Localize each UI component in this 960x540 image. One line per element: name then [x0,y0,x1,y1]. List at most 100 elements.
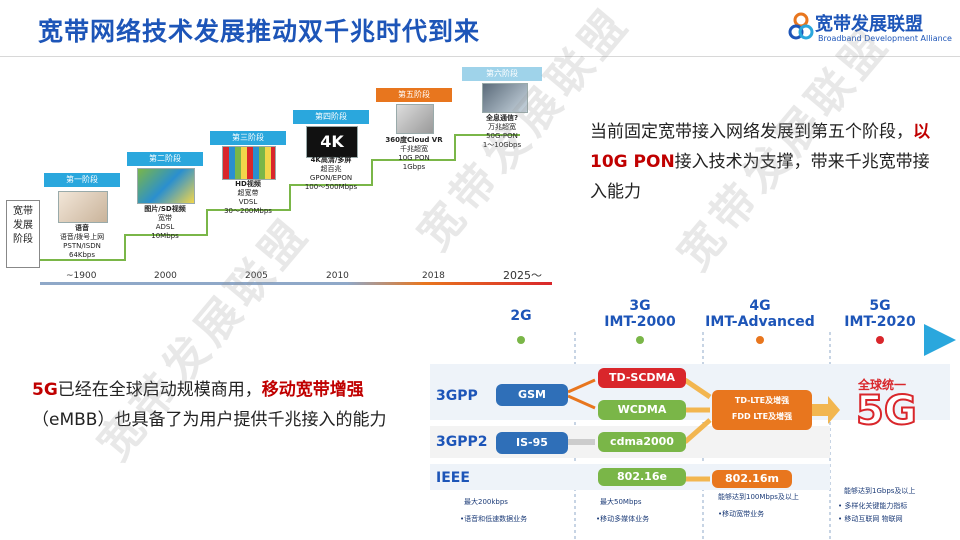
broadband-summary-part2: 接入技术为支撑，带来千兆宽带接入能力 [590,152,930,202]
logo-text-en: Broadband Development Alliance [818,34,952,43]
stage-5-header: 第五阶段 [376,88,452,102]
stage-2-line-1: 图片/SD视频 [144,205,186,213]
stage-4-photo: 4K [306,126,358,158]
stage-3-details: HD视频 超宽带 VDSL 30～200Mbps [210,180,286,216]
stage-5-line-2: 千兆超宽 [400,145,428,153]
stage-2-photo [137,168,195,204]
staircase-svg [40,134,552,285]
mobile-summary-part1: 已经在全球启动规模商用， [57,380,262,400]
generation-5g: 5G IMT-2020 [830,298,930,330]
note-5g-service-2: • 移动互联网 物联网 [838,515,903,523]
tech-td-scdma: TD-SCDMA [598,368,686,388]
tech-802-16m: 802.16m [712,470,792,488]
stage-2-line-2: 宽带 [158,214,172,222]
generation-4g: 4G IMT-Advanced [700,298,820,330]
generation-5g-line2: IMT-2020 [844,314,916,330]
note-5g-service: • 多样化关键能力指标 [838,502,908,510]
year-label: 2010 [326,271,349,281]
stage-6-photo [482,83,528,113]
org-3gpp: 3GPP [436,388,478,404]
stage-4-header: 第四阶段 [293,110,369,124]
stage-4-line-1: 4K高清/多屏 [310,156,352,164]
timeline-node-4g [756,336,764,344]
stage-3-line-2: 超宽带 [237,189,259,197]
broadband-summary-text: 当前固定宽带接入网络发展到第五个阶段，以10G PON接入技术为支撑，带来千兆宽… [590,117,945,207]
tech-802-16e: 802.16e [598,468,686,486]
note-4g-service: •移动宽带业务 [718,510,765,518]
stage-4-line-4: 100～500Mbps [304,183,358,191]
logo [788,12,814,42]
stage-1-header: 第一阶段 [44,173,120,187]
stage-6-line-2: 万兆超宽 [488,123,516,131]
note-4g-speed: 能够达到100Mbps及以上 [718,493,799,501]
stage-4-line-3: GPON/EPON [309,174,353,182]
org-3gpp2: 3GPP2 [436,434,488,450]
stage-1-photo [58,191,108,223]
unified-5g-badge: 5G [855,387,918,435]
timeline-node-5g [876,336,884,344]
arrow-gsm-tdscdma [567,378,596,394]
stage-axis-label-text: 宽带 发展 阶段 [13,206,33,245]
stage-6-details: 全息通信? 万兆超宽 50G-PON 1～10Gbps [462,114,542,150]
year-label: 2000 [154,271,177,281]
note-3g-speed: 最大50Mbps [600,498,642,506]
year-label: 2018 [422,271,445,281]
mobile-summary-highlight-embb: 移动宽带增强 [261,380,364,400]
arrow-tdscdma-lte [683,377,712,400]
tech-is95: IS-95 [496,432,568,454]
stage-2-line-4: 10Mbps [151,232,179,240]
stage-6-line-3: 50G-PON [486,132,518,140]
generation-3g-line1: 3G [629,298,651,314]
broadband-stages-chart: 宽带 发展 阶段 第一阶段 语音 语音/拨号上网 PSTN/ISDN 64Kbp… [0,60,560,290]
tech-lte: TD-LTE及增强 FDD LTE及增强 [712,390,812,430]
stage-3-photo [222,146,276,180]
stage-3-header: 第三阶段 [210,131,286,145]
mobile-summary-part2: （eMBB）也具备了为用户提供千兆接入的能力 [32,410,387,430]
note-5g-speed: 能够达到1Gbps及以上 [844,487,916,495]
stage-6-header: 第六阶段 [462,67,542,81]
stage-3-line-1: HD视频 [235,180,261,188]
note-2g-speed: 最大200kbps [464,498,508,506]
arrow-gsm-wcdma [567,394,596,410]
unified-5g-label: 全球统一 [858,378,907,392]
stage-5-photo [396,104,434,134]
tech-fdd-lte: FDD LTE及增强 [731,412,793,421]
generation-3g-line2: IMT-2000 [604,314,676,330]
stage-1-line-2: 语音/拨号上网 [59,233,105,241]
stage-1-line-3: PSTN/ISDN [63,242,101,250]
stage-1-line-1: 语音 [75,224,89,232]
timeline-node-3g [636,336,644,344]
year-label: 2025～ [503,269,542,282]
generation-2g: 2G [491,308,551,324]
broadband-summary-highlight: 以10G PON [590,122,930,172]
tech-td-lte: TD-LTE及增强 [734,396,790,405]
stage-1-details: 语音 语音/拨号上网 PSTN/ISDN 64Kbps [44,224,120,260]
generation-4g-line2: IMT-Advanced [705,314,815,330]
timeline-axis [40,282,552,285]
tech-cdma2000: cdma2000 [598,432,686,452]
stage-2-header: 第二阶段 [127,152,203,166]
note-3g-service: •移动多媒体业务 [596,515,650,523]
stage-4-line-2: 超百兆 [320,165,342,173]
page-title: 宽带网络技术发展推动双千兆时代到来 [38,17,481,46]
arrow-cdma2000-lte [683,418,712,444]
logo-icon [788,12,814,40]
stage-2-details: 图片/SD视频 宽带 ADSL 10Mbps [127,205,203,241]
mobile-summary-text: 5G已经在全球启动规模商用，移动宽带增强（eMBB）也具备了为用户提供千兆接入的… [32,375,402,435]
generation-5g-line1: 5G [869,298,891,314]
stage-1-line-4: 64Kbps [68,251,96,259]
generation-2g-line2: 2G [510,308,532,324]
note-2g-service: •语音和低速数据业务 [460,515,528,523]
org-ieee: IEEE [436,470,470,486]
stage-5-line-3: 10G PON [398,154,430,162]
stage-5-details: 360度Cloud VR 千兆超宽 10G PON 1Gbps [376,136,452,172]
stage-6-line-1: 全息通信? [485,114,519,122]
generation-4g-line1: 4G [749,298,771,314]
tech-gsm: GSM [496,384,568,406]
generation-3g: 3G IMT-2000 [590,298,690,330]
stage-5-line-4: 1Gbps [402,163,426,171]
logo-text-cn: 宽带发展联盟 [815,14,923,35]
year-label: 2005 [245,271,268,281]
tech-wcdma: WCDMA [598,400,686,420]
stage-5-line-1: 360度Cloud VR [385,136,443,144]
